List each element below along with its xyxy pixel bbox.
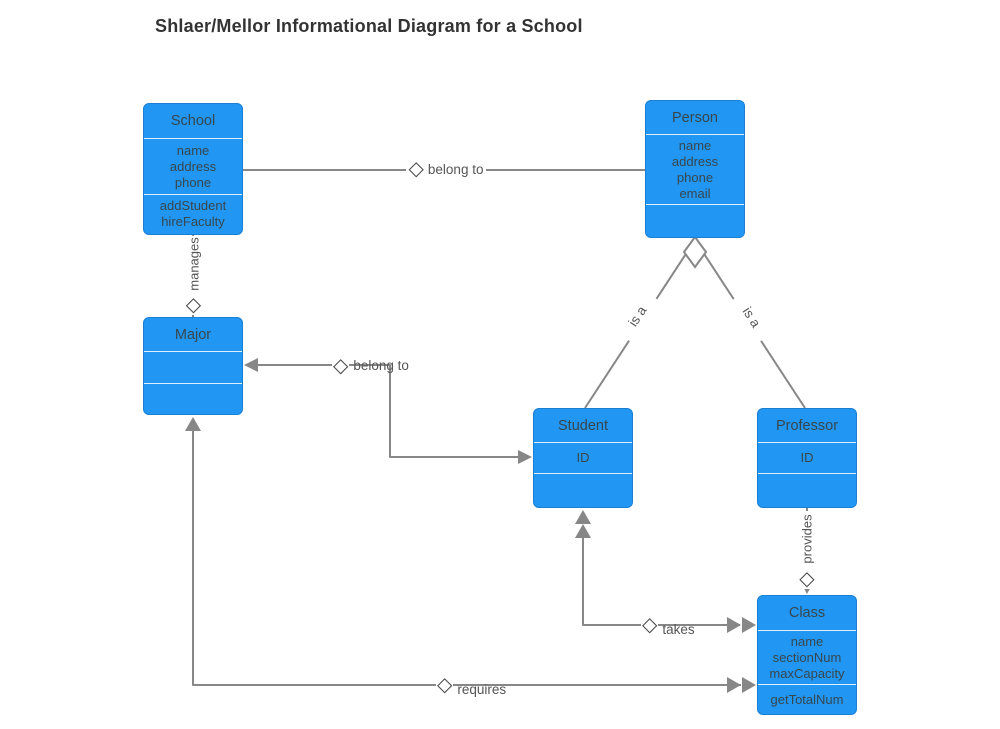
relationship-label-text: manages: [186, 237, 201, 292]
relationship-label-text: is a: [624, 303, 650, 329]
arrowhead-requires-into-class-2: [727, 677, 741, 693]
attributes-compartment: name sectionNum maxCapacity: [758, 630, 856, 684]
entity-student[interactable]: Student ID: [533, 408, 633, 508]
arrowhead-takes-into-class-2: [727, 617, 741, 633]
operations-compartment: [534, 473, 632, 507]
entity-name: Class: [788, 605, 826, 621]
aggregation-diamond-icon: ◇: [408, 158, 424, 180]
entity-name: Person: [672, 109, 718, 126]
attribute-name: name: [790, 633, 824, 649]
entity-person[interactable]: Person name address phone email: [645, 100, 745, 238]
operation-name: getTotalNum: [770, 691, 844, 707]
attributes-compartment: [144, 351, 242, 383]
relationship-label-requires[interactable]: ◇ requires: [436, 672, 506, 698]
attribute-name: address: [169, 158, 217, 174]
operations-compartment: [758, 473, 856, 507]
entity-class[interactable]: Class name sectionNum maxCapacity getTot…: [757, 595, 857, 715]
relationship-label-text: belong to: [353, 358, 409, 373]
entity-school[interactable]: School name address phone addStudent hir…: [143, 103, 243, 235]
arrowhead-into-student-left: [518, 450, 532, 464]
operations-compartment: [144, 383, 242, 414]
relationship-label-text: is a: [739, 304, 765, 330]
relationship-label-provides[interactable]: provides ◇: [789, 511, 825, 590]
attribute-name: address: [671, 153, 719, 169]
attribute-name: ID: [800, 450, 814, 465]
arrowhead-into-major-right: [244, 358, 258, 372]
arrowhead-into-student-bottom-1: [575, 510, 591, 524]
relationship-label-text: takes: [662, 621, 695, 637]
connector-major-class: [192, 428, 741, 686]
attributes-compartment: name address phone: [144, 138, 242, 193]
relationship-label-manages[interactable]: manages ◇: [176, 236, 211, 316]
attribute-name: sectionNum: [772, 649, 842, 665]
entity-major[interactable]: Major: [143, 317, 243, 415]
entity-name: Major: [174, 326, 212, 343]
aggregation-diamond-icon: ◇: [436, 674, 454, 696]
attribute-name: phone: [676, 169, 714, 185]
arrowhead-takes-into-class-1: [742, 617, 756, 633]
attribute-name: ID: [576, 450, 590, 465]
aggregation-diamond-icon: ◇: [641, 614, 659, 636]
attributes-compartment: name address phone email: [646, 134, 744, 204]
aggregation-diamond-icon: ◇: [799, 568, 815, 590]
relationship-label-takes[interactable]: ◇ takes: [641, 612, 695, 638]
attribute-name: name: [176, 142, 210, 158]
entity-name: Student: [558, 417, 608, 434]
relationship-label-text: requires: [457, 681, 507, 697]
attributes-compartment: ID: [758, 442, 856, 473]
entity-professor[interactable]: Professor ID: [757, 408, 857, 508]
aggregation-diamond-icon: ◇: [185, 294, 202, 316]
connector-major-student: [254, 364, 528, 458]
operations-compartment: getTotalNum: [758, 684, 856, 714]
operations-compartment: [646, 204, 744, 237]
entity-name: School: [170, 113, 216, 130]
operation-name: hireFaculty: [161, 214, 225, 230]
attribute-name: email: [679, 185, 711, 201]
arrowhead-into-student-bottom-2: [575, 524, 591, 538]
connector-student-class: [582, 532, 740, 626]
attribute-name: name: [678, 137, 712, 153]
arrowhead-requires-into-class-1: [742, 677, 756, 693]
entity-name: Professor: [775, 417, 839, 434]
relationship-label-belong-to[interactable]: ◇ belong to: [332, 353, 409, 378]
relationship-label-belong-to[interactable]: ◇ belong to: [406, 150, 486, 188]
attributes-compartment: ID: [534, 442, 632, 473]
attribute-name: maxCapacity: [769, 665, 845, 681]
diagram-title: Shlaer/Mellor Informational Diagram for …: [155, 16, 583, 36]
aggregation-diamond-icon: ◇: [332, 354, 350, 377]
relationship-label-text: belong to: [427, 161, 484, 177]
attribute-name: phone: [174, 174, 212, 190]
operation-name: addStudent: [159, 198, 227, 214]
arrowhead-into-major-bottom: [185, 417, 201, 431]
relationship-label-text: provides: [799, 514, 815, 564]
supertype-diamond-icon: [682, 235, 708, 269]
operations-compartment: addStudent hireFaculty: [144, 193, 242, 234]
